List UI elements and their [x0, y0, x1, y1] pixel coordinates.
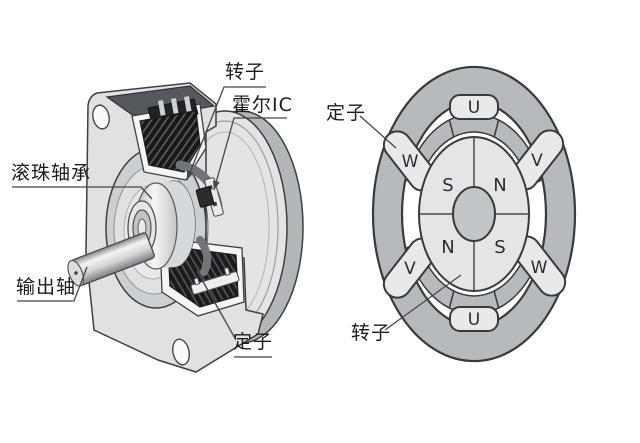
rotor-shaft: [452, 186, 496, 242]
coil-top-u: [449, 94, 499, 120]
lamination-slot-1: [158, 100, 166, 116]
pole-label-top-left: S: [442, 175, 453, 196]
stator-leader-line: [196, 270, 237, 341]
coil-label-lower-left: V: [404, 259, 416, 279]
coil-label-bottom: U: [468, 310, 480, 330]
rotor-right-leader-line: [384, 274, 462, 331]
shaft-center-mark: [74, 271, 78, 275]
output-shaft-leader-line: [17, 266, 88, 302]
ball-bearing-leader-line: [12, 186, 153, 200]
rotor-label-right: 转子: [351, 322, 392, 344]
stator-right-leader-line: [359, 115, 397, 149]
coil-label-upper-right: V: [531, 151, 543, 171]
lamination-slot-3: [183, 96, 192, 112]
flange-hole-top: [92, 104, 110, 130]
coil-label-top: U: [468, 98, 480, 118]
ball-bearing-label: 滚珠轴承: [11, 162, 92, 184]
rotor-leader-line: [186, 86, 266, 181]
stator-windings-top: [139, 110, 201, 173]
lamination-slot-2: [171, 98, 179, 114]
cross-section-motor: U U W V V W S N N S: [359, 65, 577, 363]
coil-phase-letters: U U W V V W: [402, 98, 548, 330]
stator-ring: [371, 65, 577, 363]
hall-ic-leader-line: [213, 117, 287, 191]
stator-label-left: 定子: [233, 331, 274, 353]
stator-windings-bottom: [167, 245, 239, 308]
pole-label-bottom-left: N: [441, 237, 454, 258]
hall-ic-chip: [195, 186, 215, 208]
stator-label-right: 定子: [326, 102, 367, 124]
hall-ic-leader-arrowhead: [213, 180, 220, 190]
rotor-magnet-arc-bottom: [196, 236, 212, 276]
pole-label-top-right: N: [493, 175, 506, 196]
flange-hole-bottom: [172, 338, 190, 366]
rotor-label: 转子: [225, 61, 266, 83]
pole-label-bottom-right: S: [494, 237, 505, 258]
rotor-pole-letters: S N N S: [441, 175, 506, 258]
coil-label-upper-left: W: [402, 152, 419, 172]
hall-ic-label: 霍尔IC: [232, 94, 293, 116]
coil-bottom-u: [449, 306, 499, 332]
cutaway-motor: [12, 82, 304, 373]
output-shaft-label: 输出轴: [16, 276, 77, 298]
stator-lamination-bar: [190, 266, 240, 295]
cutaway-leader-lines: [12, 86, 287, 358]
coil-label-lower-right: W: [531, 258, 548, 278]
rotor-leader-arrowhead: [187, 170, 194, 180]
